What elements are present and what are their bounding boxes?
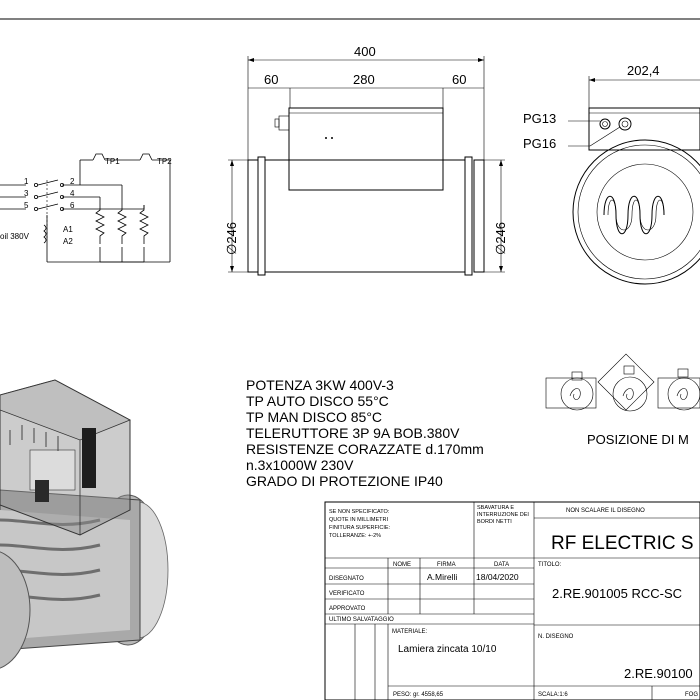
titolo-value: 2.RE.901005 RCC-SC: [552, 586, 682, 601]
spec-line-5: RESISTENZE CORAZZATE d.170mm: [246, 441, 484, 457]
spec-line-2: TP AUTO DISCO 55°C: [246, 393, 389, 409]
materiale-value: Lamiera zincata 10/10: [398, 644, 497, 655]
side-view: 202,4 PG13 PG16: [523, 63, 700, 285]
position-icon-2: [597, 353, 655, 412]
front-view-left-collar: [247, 159, 259, 273]
dimension-side-width: 202,4: [627, 63, 660, 78]
data-value: 18/04/2020: [476, 572, 519, 582]
materiale-label: MATERIALE:: [392, 629, 428, 635]
spec-line-3: TP MAN DISCO 85°C: [246, 409, 382, 425]
specifications-block: POTENZA 3KW 400V-3 TP AUTO DISCO 55°C TP…: [246, 377, 484, 489]
front-view-terminal-box: [288, 107, 444, 191]
row-verificato: VERIFICATO: [329, 591, 365, 597]
dimension-box-length: 280: [353, 72, 375, 87]
front-view-duct-body: [264, 159, 466, 273]
heater-resistor-1: [95, 205, 105, 244]
cable-gland-icon: [278, 115, 290, 131]
edge-note-2: INTERRUZIONE DEI: [477, 512, 529, 518]
position-icon-1: [545, 371, 597, 411]
general-note-3: FINITURA SUPERFICIE:: [329, 525, 391, 531]
gland-pg16-label: PG16: [523, 136, 556, 151]
column-nome: NOME: [393, 562, 411, 568]
peso-value: PESO: gr. 4558,65: [393, 692, 444, 698]
terminal-1: 1: [24, 177, 29, 186]
contactor-coil-symbol: [43, 224, 47, 244]
thermostat-tp1-label: TP1: [105, 157, 120, 166]
dimension-collar-left: 60: [264, 72, 278, 87]
front-view: 400 60 280 60 ∅246 ∅246: [224, 44, 508, 276]
row-ultimo-salvataggio: ULTIMO SALVATAGGIO: [329, 617, 394, 623]
coil-voltage-label: oil 380V: [0, 232, 30, 241]
position-icon-3: [657, 368, 700, 411]
general-note-4: TOLLERANZE: +-2%: [329, 533, 381, 539]
side-view-terminal-box: [588, 107, 700, 151]
cable-gland-pg13-icon: [599, 118, 611, 130]
gland-pg13-label: PG13: [523, 111, 556, 126]
title-block: SE NON SPECIFICATO: QUOTE IN MILLIMETRI …: [324, 501, 700, 700]
edge-note-3: BORDI NETTI: [477, 519, 512, 525]
contactor-contacts: [34, 179, 65, 240]
n-disegno-value: 2.RE.90100: [624, 666, 693, 681]
row-approvato: APPROVATO: [329, 606, 366, 612]
thermostat-tp1-symbol: [92, 153, 106, 161]
firma-value: A.Mirelli: [427, 572, 457, 582]
edge-note-1: SBAVATURA E: [477, 505, 514, 511]
dimension-diameter-right: ∅246: [493, 222, 508, 255]
cable-gland-pg16-icon: [618, 117, 632, 131]
side-view-flange: [572, 139, 700, 285]
dimension-overall-length: 400: [354, 44, 376, 59]
scala-value: SCALA:1:6: [538, 692, 568, 698]
n-disegno-label: N. DISEGNO: [538, 634, 574, 640]
no-scale-note: NON SCALARE IL DISEGNO: [566, 508, 645, 514]
heater-resistor-3: [139, 205, 149, 244]
product-title: RF ELECTRIC S: [551, 533, 694, 554]
terminal-2: 2: [70, 177, 75, 186]
coil-terminal-a1: A1: [63, 225, 73, 234]
spec-line-1: POTENZA 3KW 400V-3: [246, 377, 394, 393]
terminal-3: 3: [24, 189, 29, 198]
column-firma: FIRMA: [437, 562, 456, 568]
coil-terminal-a2: A2: [63, 237, 73, 246]
isometric-view: [0, 379, 169, 669]
row-disegnato: DISEGNATO: [329, 576, 364, 582]
column-data: DATA: [494, 562, 509, 568]
general-note-2: QUOTE IN MILLIMETRI: [329, 517, 388, 523]
titolo-label: TITOLO:: [538, 562, 562, 568]
terminal-5: 5: [24, 201, 29, 210]
terminal-6: 6: [70, 201, 75, 210]
electric-schematic: 1 3 5 2 4 6 TP1 TP2: [0, 153, 172, 263]
thermostat-tp2-label: TP2: [157, 157, 172, 166]
thermostat-tp2-symbol: [139, 153, 153, 161]
spec-line-7: GRADO DI PROTEZIONE IP40: [246, 473, 443, 489]
spec-line-6: n.3x1000W 230V: [246, 457, 354, 473]
dimension-diameter-left: ∅246: [224, 222, 239, 255]
spec-line-4: TELERUTTORE 3P 9A BOB.380V: [246, 425, 460, 441]
foglio-label: FOG: [685, 692, 698, 698]
front-view-right-collar: [473, 159, 485, 273]
positions-caption: POSIZIONE DI M: [587, 432, 689, 447]
heater-resistor-2: [117, 205, 127, 244]
terminal-4: 4: [70, 189, 75, 198]
mounting-positions: POSIZIONE DI M: [545, 353, 700, 447]
heater-element-outline: [596, 163, 694, 261]
general-note-1: SE NON SPECIFICATO:: [329, 509, 390, 515]
dimension-collar-right: 60: [452, 72, 466, 87]
